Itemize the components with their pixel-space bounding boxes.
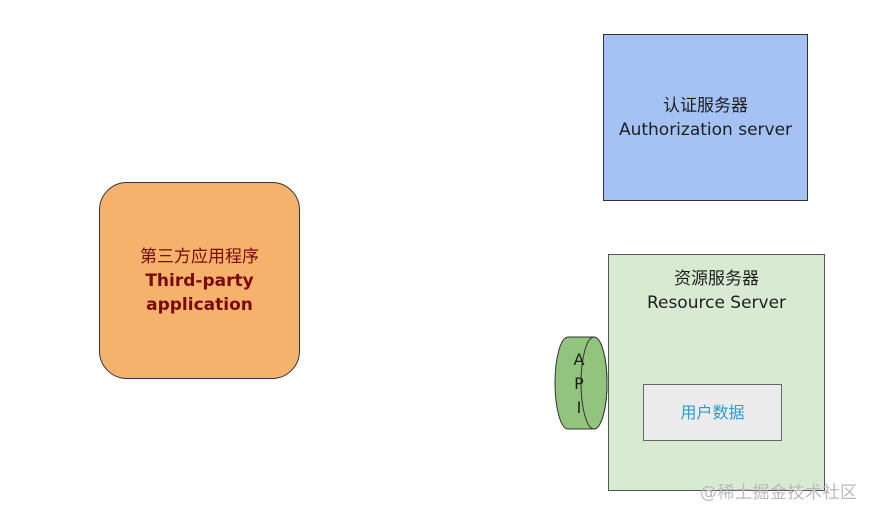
api-letter-a: A [573,350,585,369]
third-party-label-en-line2: application [146,294,253,315]
resource-server-title: 资源服务器 Resource Server [609,267,824,315]
api-label: A P I [562,348,596,420]
resource-server-node: 资源服务器 Resource Server 用户数据 [608,254,825,491]
third-party-label-en-line1: Third-party [145,270,254,291]
user-data-box: 用户数据 [643,384,782,441]
api-cylinder-shape [554,336,608,430]
api-letter-p: P [574,374,584,393]
third-party-label-zh: 第三方应用程序 [140,246,259,267]
third-party-application-node: 第三方应用程序 Third-party application [99,182,300,379]
auth-server-label-zh: 认证服务器 [663,95,748,116]
authorization-server-node: 认证服务器 Authorization server [603,34,808,201]
resource-server-label-zh: 资源服务器 [674,269,759,289]
auth-server-label-en: Authorization server [618,119,793,140]
api-cylinder: A P I [554,336,608,430]
watermark: @稀土掘金技术社区 [700,483,858,503]
api-letter-i: I [576,398,582,417]
resource-server-label-en: Resource Server [646,293,787,313]
user-data-label: 用户数据 [680,402,745,422]
